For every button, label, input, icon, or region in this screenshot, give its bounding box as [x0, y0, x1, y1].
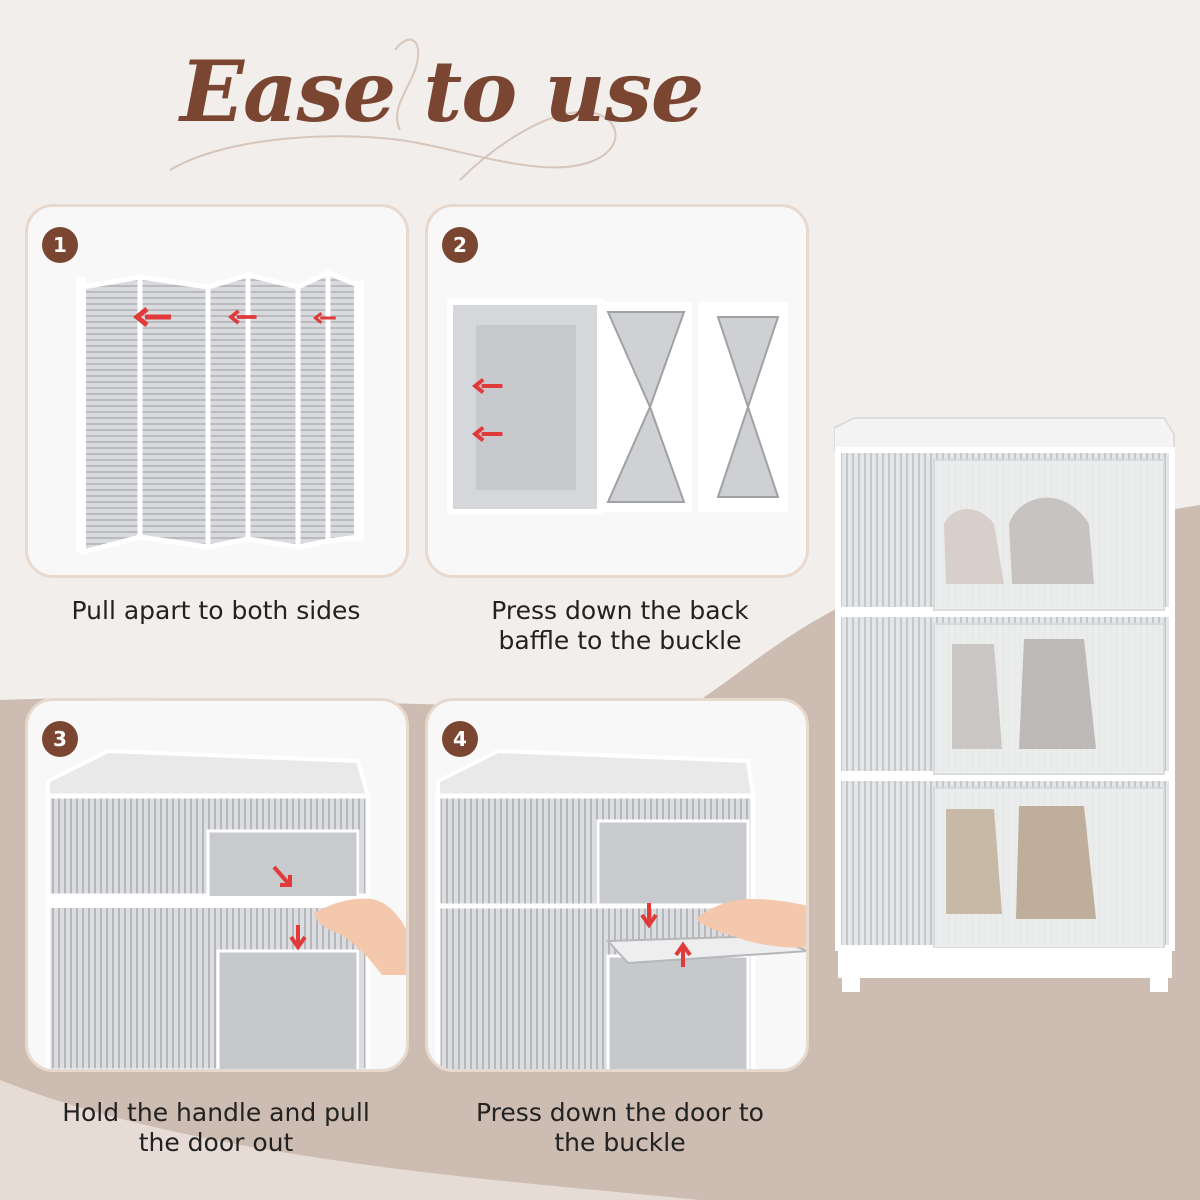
caption-line: Pull apart to both sides: [71, 596, 361, 625]
caption-line: the door out: [138, 1128, 294, 1157]
hand-icon: [314, 898, 406, 975]
arrow-down-icon: [272, 865, 292, 887]
page-title: Ease to use: [180, 42, 704, 141]
arrow-left-icon: [228, 309, 257, 325]
caption-line: baffle to the buckle: [498, 626, 742, 655]
step-number-badge: 1: [42, 227, 78, 263]
caption-line: Press down the back: [491, 596, 749, 625]
arrow-left-icon: [313, 312, 336, 324]
back-baffle-illustration: [447, 299, 788, 515]
step-number-badge: 3: [42, 721, 78, 757]
caption-line: Hold the handle and pull: [62, 1098, 370, 1127]
step-card-1: 1: [25, 204, 409, 578]
step-caption-2: Press down the back baffle to the buckle: [420, 596, 820, 656]
arrow-left-icon: [472, 426, 503, 442]
step-caption-4: Press down the door to the buckle: [420, 1098, 820, 1158]
arrow-down-icon: [289, 925, 307, 951]
caption-line: the buckle: [554, 1128, 686, 1157]
step-caption-3: Hold the handle and pull the door out: [16, 1098, 416, 1158]
arrow-down-icon: [640, 903, 658, 929]
shoe-box-stack-illustration: [834, 417, 1175, 992]
decorative-swirl: [169, 38, 617, 181]
arrow-left-icon: [472, 378, 503, 394]
caption-line: Press down the door to: [476, 1098, 764, 1127]
hand-icon: [696, 899, 806, 948]
press-door-illustration: [435, 748, 806, 1069]
arrow-left-icon: [133, 307, 171, 327]
arrow-up-icon: [674, 941, 692, 967]
step-card-3: 3: [25, 698, 409, 1072]
step-card-4: 4: [425, 698, 809, 1072]
step-number-badge: 2: [442, 227, 478, 263]
folded-panels-illustration: [76, 269, 364, 556]
step-card-2: 2: [425, 204, 809, 578]
step-caption-1: Pull apart to both sides: [16, 596, 416, 626]
step-number-badge: 4: [442, 721, 478, 757]
